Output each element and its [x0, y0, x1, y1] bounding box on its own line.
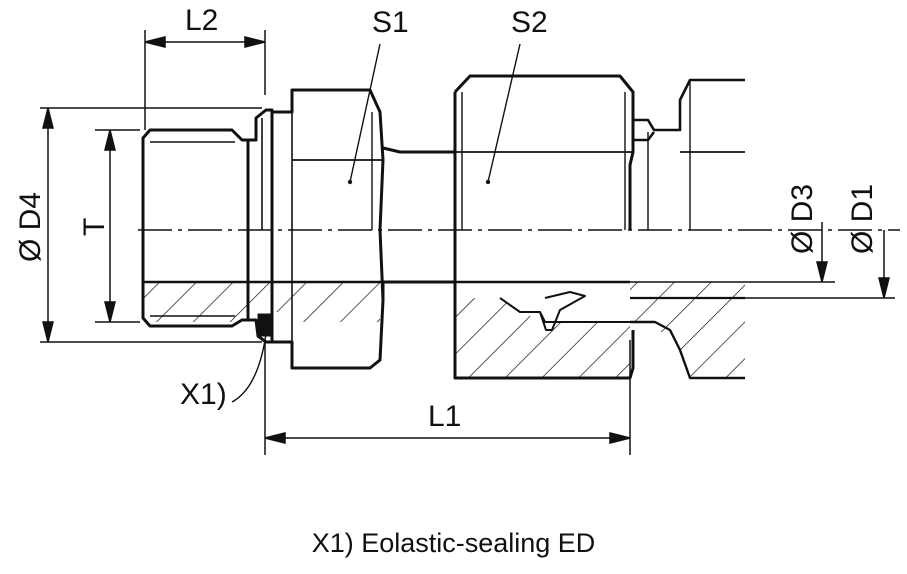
leader-lines — [231, 43, 521, 403]
label-s1: S1 — [372, 6, 409, 39]
fitting-outline — [141, 74, 635, 380]
mating-part-outline — [630, 78, 745, 380]
label-s2: S2 — [511, 6, 548, 39]
label-d1: Ø D1 — [846, 183, 879, 254]
label-l1: L1 — [428, 400, 462, 433]
label-t: T — [78, 217, 111, 236]
dimension-lines — [42, 36, 890, 444]
label-l2: L2 — [185, 4, 219, 37]
label-d4: Ø D4 — [14, 191, 47, 262]
caption-eolastic-sealing: X1) Eolastic-sealing ED — [311, 528, 596, 558]
hatched-sections — [143, 282, 745, 378]
label-x1: X1) — [180, 378, 227, 411]
label-d3: Ø D3 — [786, 183, 819, 254]
extension-lines — [40, 30, 895, 455]
